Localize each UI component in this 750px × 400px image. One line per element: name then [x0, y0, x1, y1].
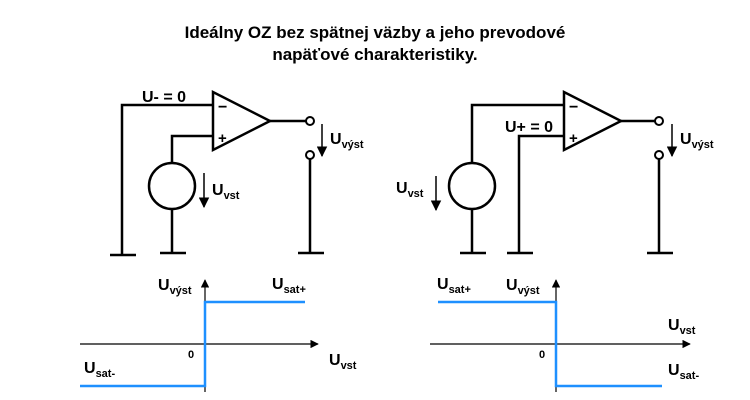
title-line-2: napäťové charakteristiky. — [272, 45, 478, 64]
right-voltage-source — [447, 161, 497, 211]
left-opamp-minus: − — [218, 99, 227, 116]
right-in-voltage-label: Uvst — [396, 180, 424, 200]
left-sat-neg-label: Usat- — [84, 360, 115, 380]
right-opamp-triangle — [562, 89, 624, 153]
left-u-minus-label: U- = 0 — [142, 89, 186, 106]
right-sat-pos-label: Usat+ — [437, 276, 471, 296]
right-ground-terminal — [654, 150, 664, 160]
left-origin-label: 0 — [188, 349, 194, 361]
right-minus-wire — [470, 103, 564, 163]
left-sat-pos-label: Usat+ — [272, 276, 306, 296]
right-plus-wire — [517, 134, 564, 253]
left-circuit — [110, 89, 324, 257]
right-output-terminal — [654, 116, 664, 126]
right-transfer-chart: 0 Uvýst Uvst Usat+ Usat- — [430, 276, 699, 392]
right-opamp-minus: − — [569, 99, 578, 116]
left-out-voltage-label: Uvýst — [330, 131, 364, 151]
left-transfer-chart: 0 Uvýst Uvst Usat+ Usat- — [80, 276, 357, 392]
left-minus-wire — [120, 103, 213, 255]
right-opamp-plus: + — [569, 130, 578, 147]
left-y-axis-label: Uvýst — [158, 277, 192, 297]
right-out-voltage-label: Uvýst — [680, 131, 714, 151]
right-x-axis-label: Uvst — [668, 317, 696, 337]
left-opamp-triangle — [211, 89, 273, 153]
left-opamp-plus: + — [218, 130, 227, 147]
right-origin-label: 0 — [539, 349, 545, 361]
title-line-1: Ideálny OZ bez spätnej väzby a jeho prev… — [184, 23, 566, 42]
left-x-axis-label: Uvst — [329, 352, 357, 372]
left-plus-wire — [170, 134, 213, 163]
left-in-voltage-label: Uvst — [212, 182, 240, 202]
right-sat-neg-label: Usat- — [668, 362, 699, 382]
right-y-axis-label: Uvýst — [506, 277, 540, 297]
left-transfer-curve — [80, 300, 305, 388]
left-ground-terminal — [305, 150, 315, 160]
left-output-terminal — [305, 116, 315, 126]
right-transfer-curve — [438, 300, 662, 388]
right-circuit — [447, 89, 673, 255]
diagram-title: Ideálny OZ bez spätnej väzby a jeho prev… — [0, 22, 750, 66]
left-voltage-source — [147, 161, 197, 211]
right-u-plus-label: U+ = 0 — [505, 119, 553, 136]
